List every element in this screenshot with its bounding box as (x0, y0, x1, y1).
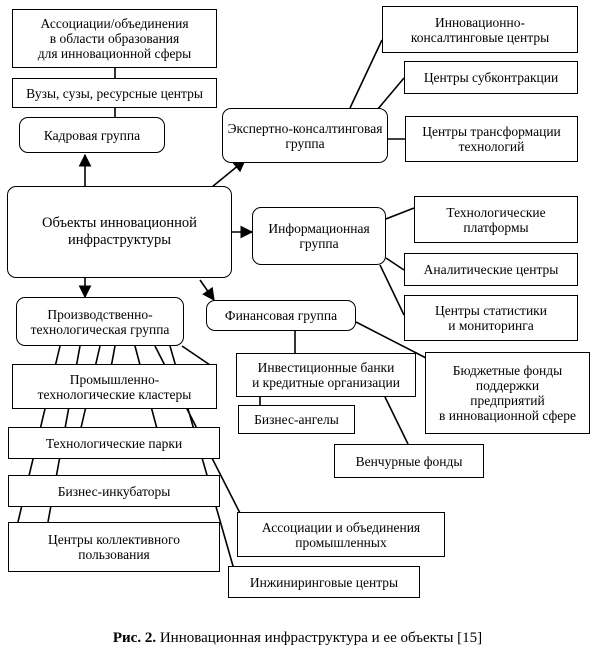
box-stats-centers: Центры статистики и мониторинга (404, 295, 578, 341)
box-biz-angels: Бизнес-ангелы (238, 405, 355, 434)
link-expert-consult (349, 39, 383, 109)
box-venture-funds: Венчурные фонды (334, 444, 484, 478)
link-info-analytic (385, 257, 405, 271)
box-budget-funds: Бюджетные фонды поддержки предприятий в … (425, 352, 590, 434)
box-vuz: Вузы, сузы, ресурсные центры (12, 78, 217, 108)
box-engineering-centers: Инжиниринговые центры (228, 566, 420, 598)
figure-caption: Рис. 2. Инновационная инфраструктура и е… (0, 630, 595, 647)
box-kadr-group: Кадровая группа (19, 117, 165, 153)
box-expert-group: Экспертно-консалтинговая группа (222, 108, 388, 163)
link-invest-venture (384, 396, 409, 445)
box-prom-clusters: Промышленно- технологические кластеры (12, 364, 217, 409)
box-innov-consult-centers: Инновационно- консалтинговые центры (382, 6, 578, 53)
box-innovation-objects: Объекты инновационной инфраструктуры (7, 186, 232, 278)
arrow-objects-expert (211, 159, 246, 188)
box-finance-group: Финансовая группа (206, 300, 356, 331)
link-info-stats (379, 264, 405, 316)
box-collective-centers: Центры коллективного пользования (8, 522, 220, 572)
fan-line-8 (181, 345, 211, 366)
box-tech-platforms: Технологические платформы (414, 196, 578, 243)
box-prod-tech-group: Производственно- технологическая группа (16, 297, 184, 346)
box-transform-centers: Центры трансформации технологий (405, 116, 578, 162)
caption-label: Рис. 2. (112, 630, 157, 646)
box-assoc-edu: Ассоциации/объединения в области образов… (12, 9, 217, 68)
box-analytic-centers: Аналитические центры (404, 253, 578, 286)
box-tech-parks: Технологические парки (8, 427, 220, 459)
box-invest-banks: Инвестиционные банки и кредитные организ… (236, 353, 416, 397)
box-subcontract-centers: Центры субконтракции (404, 61, 578, 94)
link-finance-budget (355, 321, 431, 361)
box-assoc-industrial: Ассоциации и объединения промышленных (237, 512, 445, 557)
box-info-group: Информационная группа (252, 207, 386, 265)
caption-text: Инновационная инфраструктура и ее объект… (156, 630, 483, 646)
box-biz-incubators: Бизнес-инкубаторы (8, 475, 220, 507)
arrow-objects-finance (199, 279, 215, 302)
